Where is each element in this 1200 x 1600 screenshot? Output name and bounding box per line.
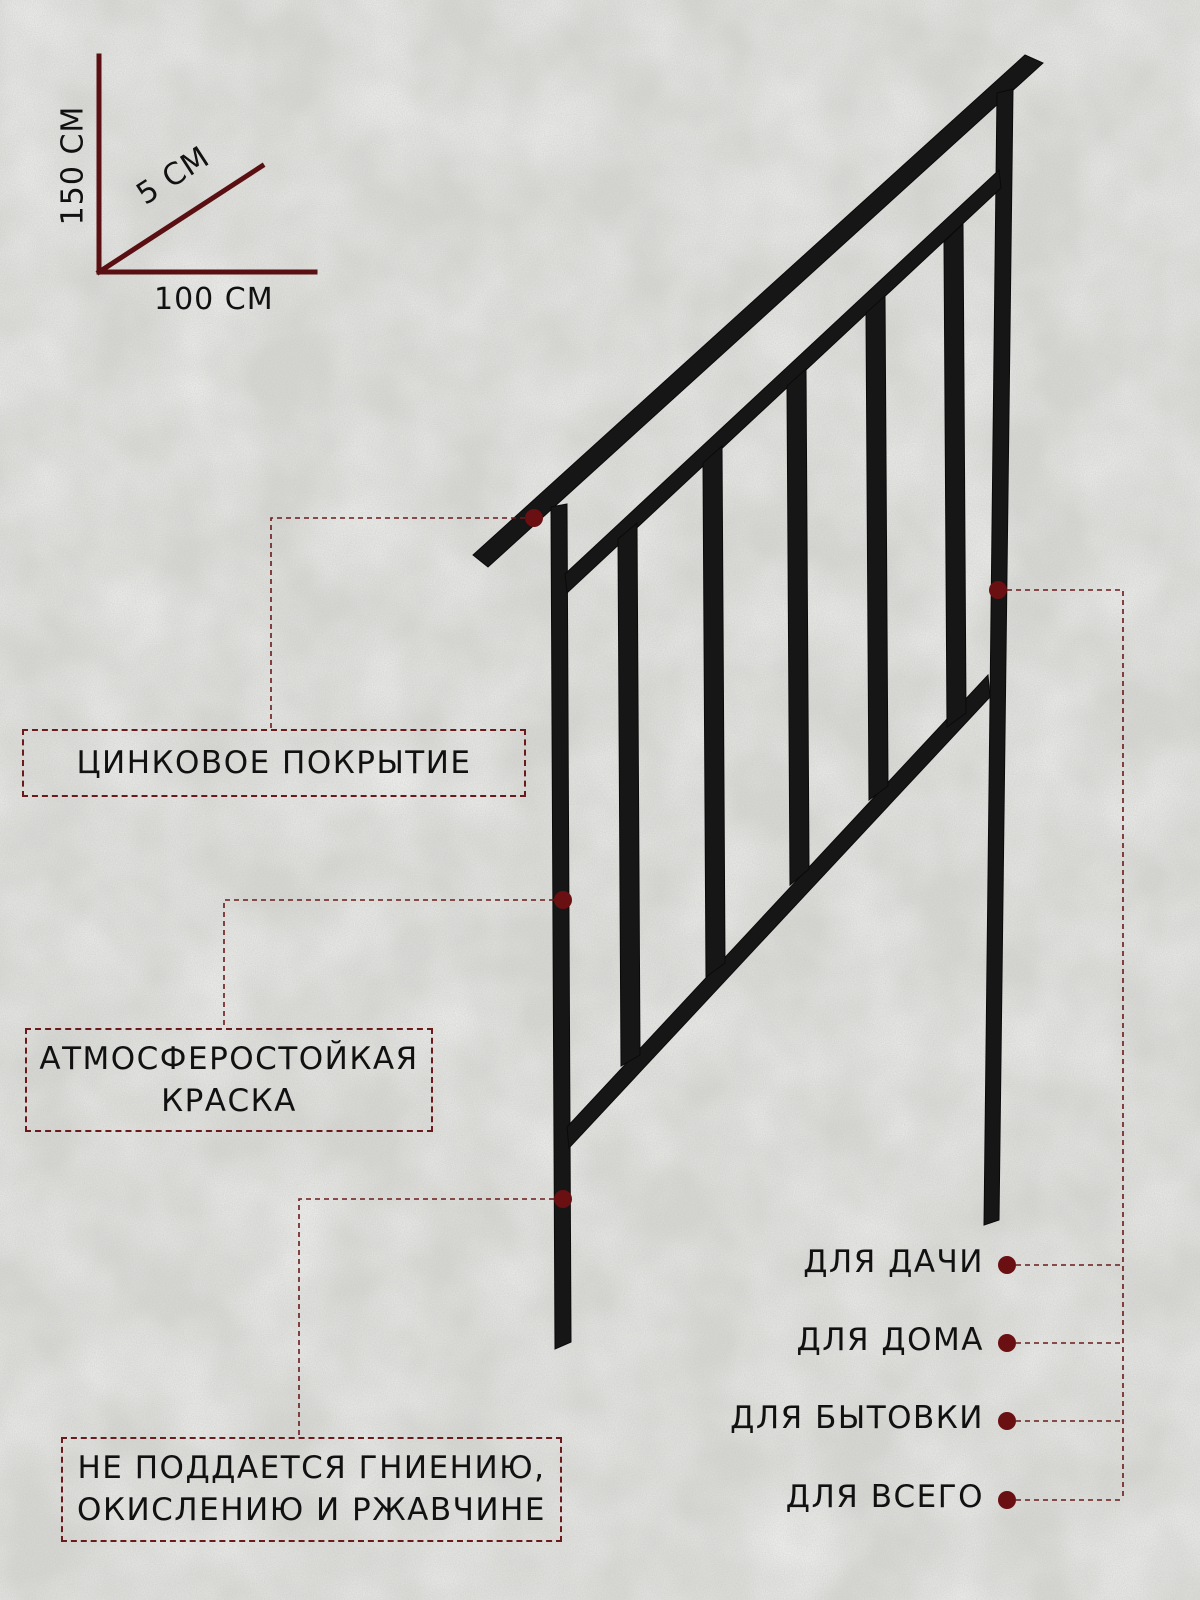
use-dot-1 <box>998 1256 1016 1274</box>
rot-leader <box>298 1198 563 1437</box>
zinc-coating-label: ЦИНКОВОЕ ПОКРЫТИЕ <box>22 729 526 797</box>
upper-rail <box>564 168 1002 595</box>
marker-dots <box>525 509 1016 1509</box>
zinc-leader <box>270 517 534 729</box>
zinc-dot <box>525 509 543 527</box>
paint-text-line-1: АТМОСФЕРОСТОЙКАЯ <box>39 1041 419 1077</box>
rot-dot <box>554 1190 572 1208</box>
rot-text-line-1: НЕ ПОДДАЕТСЯ ГНИЕНИЮ, <box>77 1450 546 1486</box>
zinc-coating-text: ЦИНКОВОЕ ПОКРЫТИЕ <box>76 745 472 781</box>
baluster-1 <box>617 521 641 1067</box>
rot-text-line-2: ОКИСЛЕНИЮ И РЖАВЧИНЕ <box>77 1492 546 1528</box>
use-dot-3 <box>998 1412 1016 1430</box>
baluster-4 <box>865 294 889 801</box>
use-dot-4 <box>998 1491 1016 1509</box>
baluster-2 <box>702 444 726 978</box>
uses-dot <box>989 581 1007 599</box>
rot-resistance-label: НЕ ПОДДАЕТСЯ ГНИЕНИЮ, ОКИСЛЕНИЮ И РЖАВЧИ… <box>61 1437 562 1542</box>
paint-dot <box>554 891 572 909</box>
baluster-5 <box>943 222 967 728</box>
use-dot-2 <box>998 1334 1016 1352</box>
baluster-3 <box>786 367 810 887</box>
lower-rail <box>566 673 991 1150</box>
weatherproof-paint-label: АТМОСФЕРОСТОЙКАЯ КРАСКА <box>25 1028 433 1132</box>
use-item-house: ДЛЯ ДОМА <box>796 1322 984 1358</box>
width-dimension-label: 100 СМ <box>154 282 274 317</box>
height-dimension-label: 150 СМ <box>55 105 91 226</box>
left-post <box>550 503 572 1350</box>
use-item-dacha: ДЛЯ ДАЧИ <box>803 1244 984 1280</box>
right-post <box>983 88 1014 1226</box>
depth-axis-line <box>95 162 266 276</box>
paint-text-line-2: КРАСКА <box>161 1083 297 1119</box>
uses-leader <box>998 589 1124 1500</box>
dimension-diagram <box>95 53 318 276</box>
paint-leader <box>223 899 563 1028</box>
handrail <box>472 54 1044 568</box>
leader-lines <box>223 517 1124 1501</box>
use-item-everything: ДЛЯ ВСЕГО <box>785 1479 984 1515</box>
use-item-cabin: ДЛЯ БЫТОВКИ <box>730 1400 984 1436</box>
railing-frame <box>472 54 1044 1350</box>
